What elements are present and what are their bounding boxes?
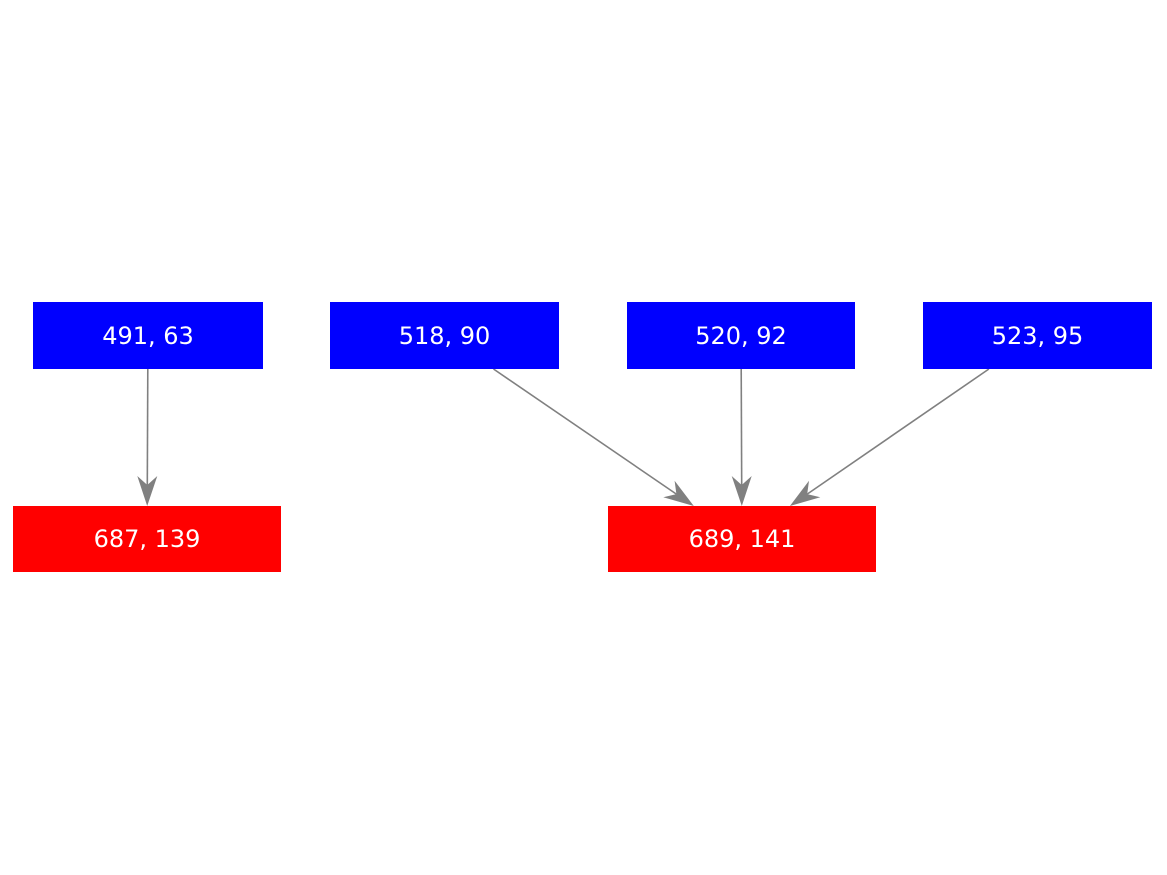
node-label: 520, 92 [695,321,787,350]
edge-line [146,368,149,486]
edge-arrowhead-icon [663,480,694,506]
node-src-518-90: 518, 90 [330,302,559,369]
node-label: 491, 63 [102,321,194,350]
edge-arrowhead-icon [731,476,752,506]
edge-arrowhead-icon [789,480,821,506]
node-label: 689, 141 [688,525,796,553]
edge-arrowhead-icon [137,476,158,506]
node-label: 523, 95 [991,321,1084,350]
edge-line [493,368,677,495]
node-src-523-95: 523, 95 [923,302,1152,369]
node-src-520-92: 520, 92 [627,302,855,369]
node-tgt-687-139: 687, 139 [13,506,281,572]
node-src-491-63: 491, 63 [33,302,263,369]
node-label: 687, 139 [93,525,201,553]
edge-line [806,368,990,495]
node-tgt-689-141: 689, 141 [608,506,876,572]
edge-line [740,368,743,486]
node-label: 518, 90 [398,321,491,350]
